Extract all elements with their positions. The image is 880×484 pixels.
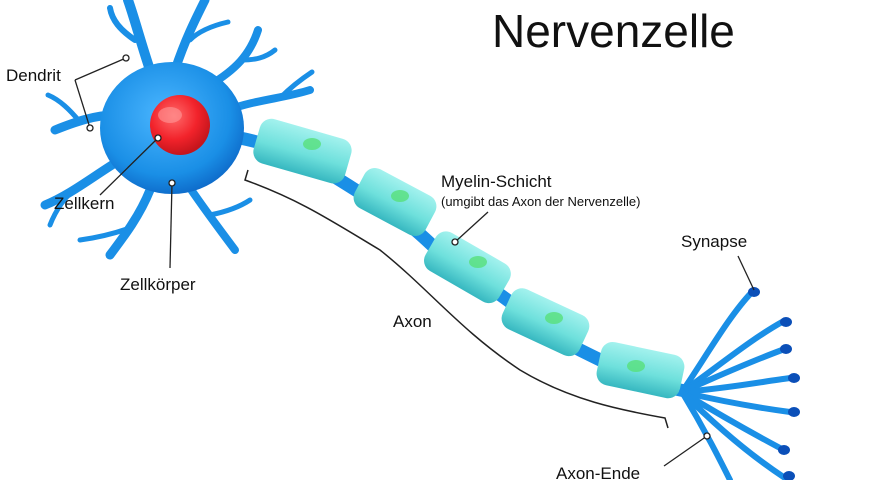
synapse-knob [788,407,800,417]
label-myelin-note: (umgibt das Axon der Nervenzelle) [441,194,641,209]
myelin-node [627,360,645,372]
myelin-segment [353,168,437,236]
leader-dots [86,54,711,440]
synapse-knob [780,344,792,354]
myelin-node [545,312,563,324]
label-zellkoerper: Zellkörper [120,275,196,294]
axon-terminals [679,289,793,480]
label-dendrit: Dendrit [6,66,61,85]
myelin-segment [501,288,590,357]
nucleus-highlight [158,107,182,123]
myelin-segments [253,118,685,399]
axon-bracket [244,169,669,429]
label-synapse: Synapse [681,232,748,251]
myelin-node [303,138,321,150]
myelin-node [391,190,409,202]
synapse-knob [748,287,760,297]
nucleus [150,95,210,155]
myelin-segment [424,231,511,304]
synapse-knobs [748,287,800,480]
synapse-knob [778,445,790,455]
synapse-knob [788,373,800,383]
label-axon-ende: Axon-Ende [556,464,641,483]
myelin-node [469,256,487,268]
synapse-knob [780,317,792,327]
myelin-segment [253,118,352,184]
leader-lines [74,57,755,467]
synapse-knob [783,471,795,480]
page-title: Nervenzelle [492,5,735,57]
label-axon: Axon [393,312,432,331]
label-zellkern: Zellkern [54,194,115,213]
label-myelin: Myelin-Schicht [441,172,552,191]
